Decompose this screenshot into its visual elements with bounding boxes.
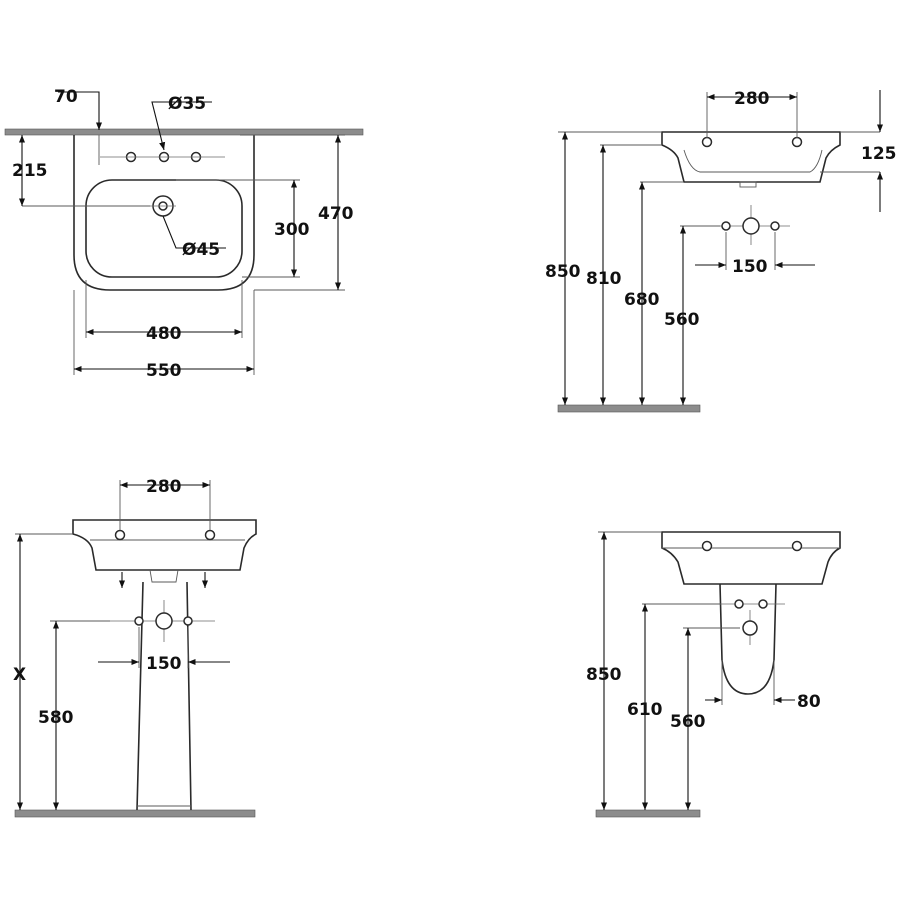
dim-550: 550 [146, 361, 182, 381]
supply-left [134, 616, 144, 626]
tap-hole-left [701, 540, 713, 552]
dim-680: 680 [624, 290, 660, 310]
dim-560: 560 [664, 310, 700, 330]
basin-side-outline [661, 131, 841, 183]
dim-280: 280 [146, 477, 182, 497]
dim-610: 610 [627, 700, 663, 720]
floor-section [14, 809, 256, 818]
tap-hole-left [701, 136, 713, 148]
dim-125: 125 [861, 144, 897, 164]
side-view-semi-pedestal: 850 610 560 80 [586, 531, 841, 818]
floor-section [557, 404, 701, 413]
supply-right [183, 616, 193, 626]
supply-right [770, 221, 780, 231]
dim-850: 850 [545, 262, 581, 282]
tap-hole-right [791, 136, 803, 148]
dim-80: 80 [797, 692, 821, 712]
waste-connection [155, 612, 173, 630]
supply-right [758, 599, 768, 609]
dim-70: 70 [54, 87, 78, 107]
front-view-pedestal: 280 X 580 150 [13, 477, 257, 818]
dim-dia-45: Ø45 [182, 240, 220, 260]
dim-580: 580 [38, 708, 74, 728]
waste-connection [742, 620, 758, 636]
dim-dia-35: Ø35 [168, 94, 206, 114]
dim-810: 810 [586, 269, 622, 289]
supply-left [734, 599, 744, 609]
dim-300: 300 [274, 220, 310, 240]
wall-section [4, 128, 364, 136]
dim-850: 850 [586, 665, 622, 685]
basin-outline [73, 135, 255, 291]
dim-560: 560 [670, 712, 706, 732]
dim-150: 150 [146, 654, 182, 674]
dim-150: 150 [732, 257, 768, 277]
tap-hole-right [204, 529, 216, 541]
side-view-wall-hung: 280 125 850 810 680 560 150 [545, 89, 897, 413]
supply-left [721, 221, 731, 231]
dim-280: 280 [734, 89, 770, 109]
dim-215: 215 [12, 161, 48, 181]
basin-front-outline [72, 519, 257, 571]
waste-connection [742, 217, 760, 235]
floor-section [595, 809, 701, 818]
top-plan-view: 215 70 Ø35 Ø45 300 470 480 550 [4, 87, 364, 381]
bowl-outline [85, 179, 243, 278]
semi-pedestal-outline [719, 583, 777, 695]
basin-side-outline [661, 531, 841, 585]
tap-hole-left [114, 529, 126, 541]
dim-x: X [13, 665, 26, 685]
dim-480: 480 [146, 324, 182, 344]
tap-hole-right [791, 540, 803, 552]
dim-470: 470 [318, 204, 354, 224]
